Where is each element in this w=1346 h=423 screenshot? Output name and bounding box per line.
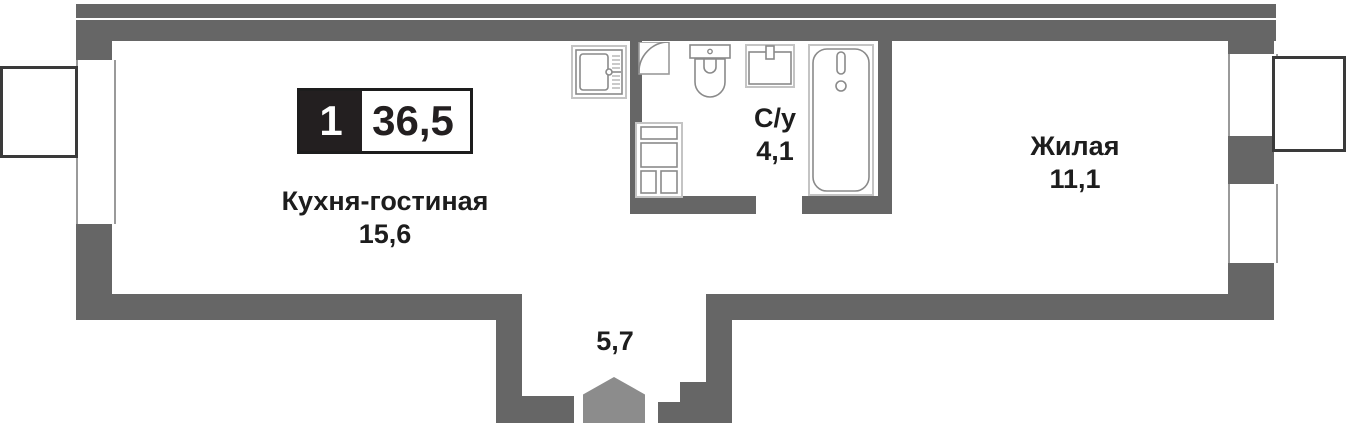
room-area-living-room: 11,1 [1049,163,1101,194]
wall-wc-bottom-right [802,196,878,214]
kitchen-sink-icon [571,45,627,99]
door-swing-icon [638,42,670,76]
room-name-kitchen-living: Кухня-гостиная [281,186,489,216]
entry-area-label: 5,7 [596,326,634,356]
window-left [76,60,116,224]
wall-right-top [1228,20,1274,55]
room-name-bathroom: С/у [753,103,797,133]
badge-room-count: 1 [300,91,362,151]
wall-left-upper [76,20,112,62]
wall-bottom-right [706,294,1274,320]
toilet-icon [689,44,731,102]
wall-wc-bottom-left [630,196,756,214]
window-right-lower [1228,184,1278,263]
room-name-living-room: Жилая [1030,131,1120,161]
wall-entry-right-step [680,382,732,404]
cabinet-icon [635,122,683,198]
wall-entry-right-foot [658,402,732,423]
wall-right-mid [1228,135,1274,185]
wall-top-inner [76,20,1276,41]
badge-total-area: 36,5 [372,97,454,144]
summary-badge: 1 36,5 [297,88,473,154]
wall-bottom-left [76,294,522,320]
wall-partition-wc-living [878,41,892,214]
balcony-right [1272,56,1346,152]
wall-top-outer [76,4,1276,18]
room-label-living-room: Жилая 11,1 [975,130,1175,196]
room-label-bathroom: С/у 4,1 [690,102,860,168]
wall-entry-left-foot [496,396,574,423]
room-area-bathroom: 4,1 [756,135,794,166]
room-area-kitchen-living: 15,6 [358,218,412,249]
wall-entry-left-vertical [496,294,522,404]
bathtub-icon [808,44,874,196]
washbasin-icon [745,44,795,88]
wall-entry-right-vertical [706,294,732,394]
balcony-left [0,66,78,158]
entry-marker-icon [583,377,645,423]
room-label-kitchen-living: Кухня-гостиная 15,6 [205,185,565,251]
window-right-upper [1228,54,1278,136]
